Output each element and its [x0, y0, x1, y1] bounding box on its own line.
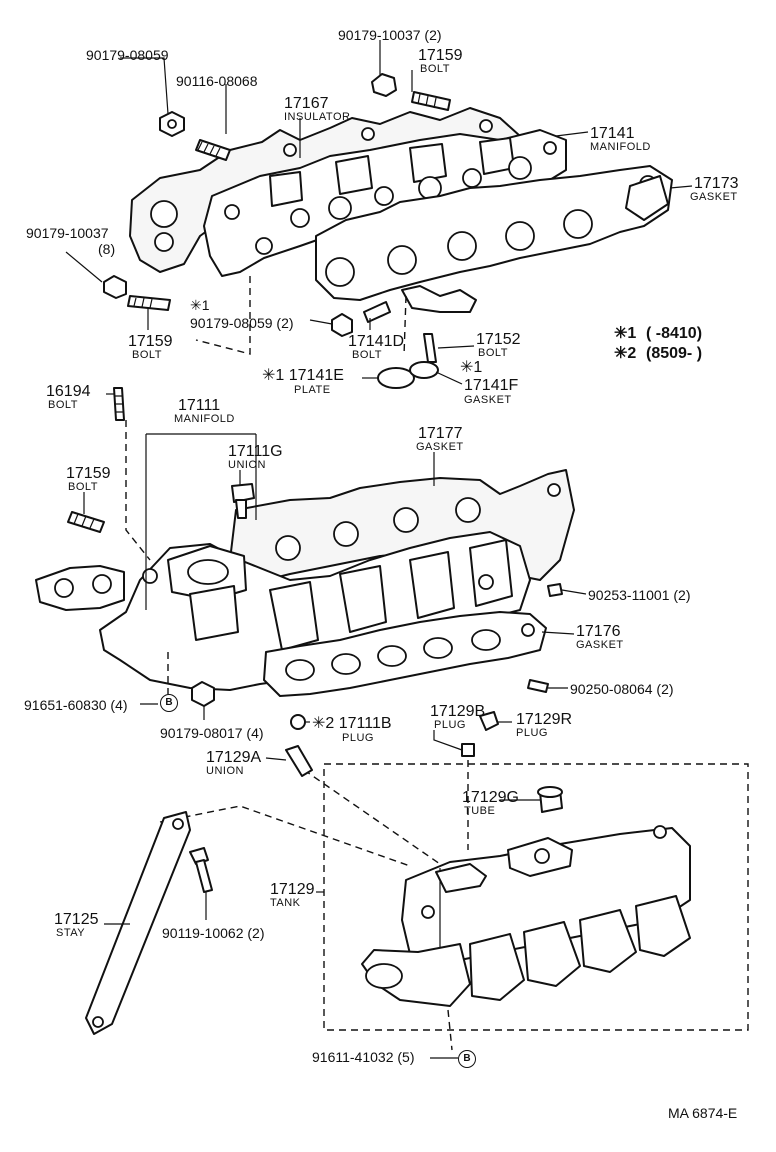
nut-90179-08017	[191, 681, 215, 707]
union-17111g	[231, 483, 255, 503]
label-n17111b: PLUG	[342, 732, 374, 744]
label-p17159-top: 17159	[418, 47, 463, 64]
label-p17129a: 17129A	[206, 749, 262, 766]
label-n17167: INSULATOR	[284, 111, 351, 123]
label-p17111: 17111	[178, 397, 221, 414]
circle-marker-b-upper: B	[160, 694, 178, 712]
label-p17141f: 17141F	[464, 377, 519, 394]
label-n17159-top: BOLT	[420, 63, 450, 75]
label-p17129g: 17129G	[462, 789, 519, 806]
label-p17129r: 17129R	[516, 711, 573, 728]
label-p17111b: ✳2 17111B	[312, 715, 392, 732]
label-q90179-10037-8: (8)	[98, 241, 116, 257]
bolt-17152	[423, 333, 437, 363]
pin-90253	[547, 583, 563, 597]
pin-90250	[527, 679, 549, 693]
bolt-17159-mid	[67, 511, 105, 533]
label-n17173: GASKET	[690, 191, 738, 203]
label-p17111g: 17111G	[228, 443, 283, 460]
legend-range-2: (8509- )	[646, 345, 703, 362]
gasket-17141f	[409, 361, 439, 379]
label-p91611: 91611-41032 (5)	[312, 1049, 415, 1065]
label-n17129g: TUBE	[464, 805, 496, 817]
label-n17176: GASKET	[576, 639, 624, 651]
label-p90116-08068: 90116-08068	[176, 73, 258, 89]
label-n17125: STAY	[56, 927, 86, 939]
label-p90250: 90250-08064 (2)	[570, 681, 674, 697]
label-n17129b: PLUG	[434, 719, 466, 731]
nut-90179-10037-top	[371, 73, 397, 97]
label-p90179-10037-8: 90179-10037	[26, 225, 109, 241]
label-n17177: GASKET	[416, 441, 464, 453]
label-p17141e: ✳1 17141E	[262, 367, 344, 384]
plug-17111b	[290, 714, 306, 730]
label-n17141f: GASKET	[464, 394, 512, 406]
label-p16194: 16194	[46, 383, 91, 400]
label-n17159-left: BOLT	[132, 349, 162, 361]
label-n17129r: PLUG	[516, 727, 548, 739]
label-p17129: 17129	[270, 881, 315, 898]
label-p90253: 90253-11001 (2)	[588, 587, 691, 603]
label-p17159-left: 17159	[128, 333, 173, 350]
label-mk1-a: ✳1	[190, 297, 210, 313]
label-p90119: 90119-10062 (2)	[162, 925, 265, 941]
plug-17129b	[461, 743, 475, 757]
label-n17159-mid: BOLT	[68, 481, 98, 493]
label-p17159-mid: 17159	[66, 465, 111, 482]
label-p17129b: 17129B	[430, 703, 486, 720]
union-17129a	[285, 745, 313, 777]
plate-17141e	[377, 367, 415, 389]
bolt-17141d	[363, 301, 391, 323]
label-n17141e: PLATE	[294, 384, 331, 396]
legend-mark-2: ✳2	[614, 345, 637, 362]
label-n17152: BOLT	[478, 347, 508, 359]
label-n17129a: UNION	[206, 765, 244, 777]
legend-range-1: ( -8410)	[646, 325, 703, 342]
label-n17129: TANK	[270, 897, 301, 909]
label-p90179-08059-2: 90179-08059 (2)	[190, 315, 294, 331]
label-p17152: 17152	[476, 331, 521, 348]
stay-17125	[85, 811, 191, 1035]
label-p17176: 17176	[576, 623, 621, 640]
label-p17141: 17141	[590, 125, 635, 142]
label-p90179-10037-2: 90179-10037 (2)	[338, 27, 442, 43]
label-p90179-08059-top: 90179-08059	[86, 47, 169, 63]
label-p17141d: 17141D	[348, 333, 405, 350]
label-drawing-code: MA 6874-E	[668, 1105, 738, 1121]
plug-17129r	[479, 711, 499, 731]
label-n16194: BOLT	[48, 399, 78, 411]
label-n17141d: BOLT	[352, 349, 382, 361]
label-p91651: 91651-60830 (4)	[24, 697, 128, 713]
label-p17125: 17125	[54, 911, 99, 928]
label-n17111g: UNION	[228, 459, 266, 471]
label-mk1-b: ✳1	[460, 359, 483, 376]
bolt-17159-left	[127, 295, 171, 311]
circle-marker-b-lower: B	[458, 1050, 476, 1068]
nut-90179-08059-2	[331, 313, 353, 337]
label-p17167: 17167	[284, 95, 329, 112]
nut-90179-10037-8	[103, 275, 127, 299]
label-n17141: MANIFOLD	[590, 141, 651, 153]
stud-90116-08068	[195, 139, 231, 161]
label-p17177: 17177	[418, 425, 463, 442]
legend-mark-1: ✳1	[614, 325, 637, 342]
label-p17173: 17173	[694, 175, 739, 192]
label-n17111: MANIFOLD	[174, 413, 235, 425]
label-p90179-08017: 90179-08017 (4)	[160, 725, 264, 741]
bolt-17159-top	[411, 91, 451, 111]
